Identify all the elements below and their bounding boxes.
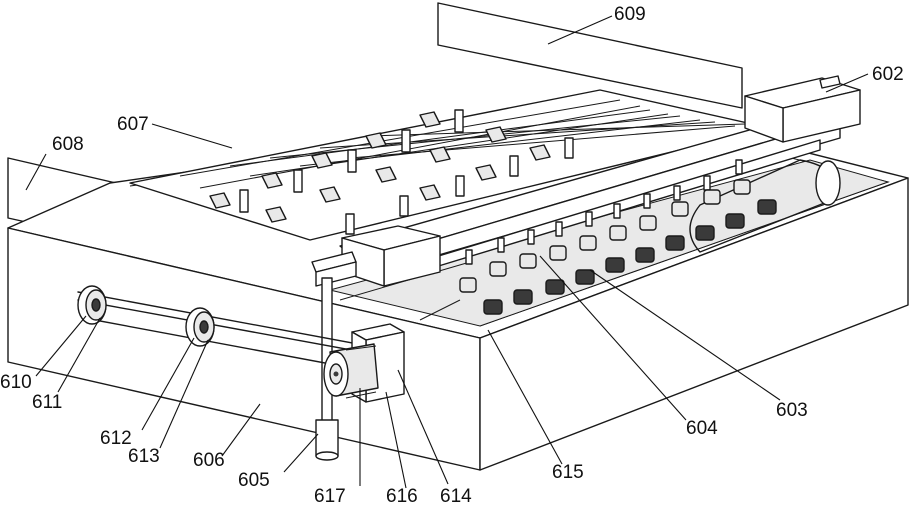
knob-row-upper <box>459 179 751 293</box>
label-612: 612 <box>100 428 132 449</box>
label-610: 610 <box>0 372 32 393</box>
label-602: 602 <box>872 64 904 85</box>
label-616: 616 <box>386 486 418 507</box>
label-603: 603 <box>776 400 808 421</box>
roller-frame <box>129 89 771 241</box>
label-606: 606 <box>193 450 225 471</box>
leader-lines <box>25 15 869 489</box>
reference-labels: 609 602 607 608 610 611 612 613 606 605 … <box>0 4 904 507</box>
label-609: 609 <box>614 4 646 25</box>
crossbar <box>339 75 861 287</box>
label-615: 615 <box>552 462 584 483</box>
label-607: 607 <box>117 114 149 135</box>
label-604: 604 <box>686 418 718 439</box>
label-614: 614 <box>440 486 472 507</box>
back-panel <box>437 2 743 109</box>
label-605: 605 <box>238 470 270 491</box>
label-613: 613 <box>128 446 160 467</box>
label-608: 608 <box>52 134 84 155</box>
label-611: 611 <box>32 392 62 413</box>
knob-row-lower <box>483 199 777 315</box>
motor <box>323 323 405 403</box>
label-617: 617 <box>314 486 346 507</box>
